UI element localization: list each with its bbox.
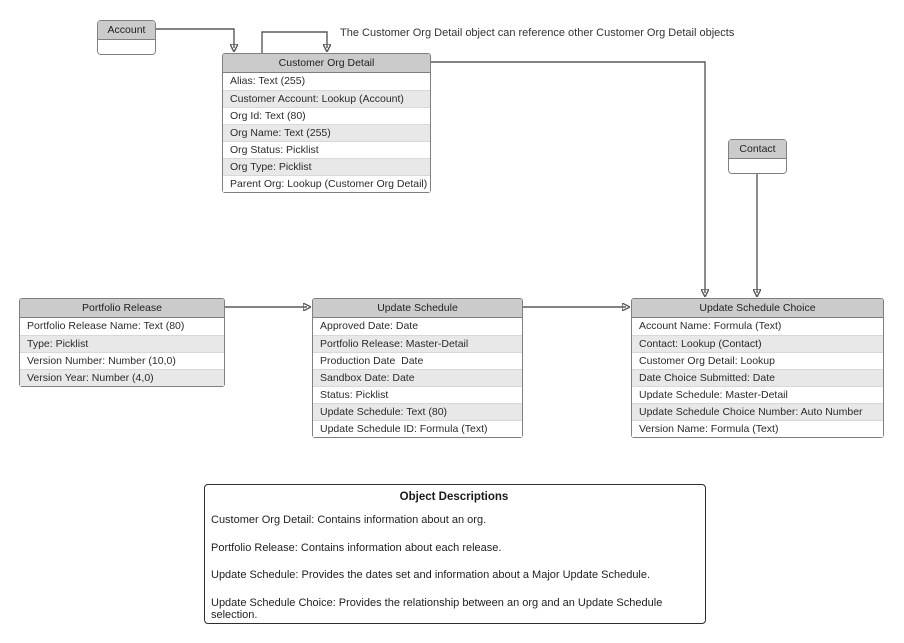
object-description-item: Update Schedule Choice: Provides the rel… <box>211 596 663 621</box>
field-row: Org Name: Text (255) <box>223 124 430 141</box>
customer-org-detail-field-list: Alias: Text (255)Customer Account: Looku… <box>223 73 430 192</box>
field-row: Date Choice Submitted: Date <box>632 369 883 386</box>
entity-portfolio-release-title: Portfolio Release <box>20 299 224 318</box>
entity-account-body <box>98 40 155 54</box>
field-row: Parent Org: Lookup (Customer Org Detail) <box>223 175 430 192</box>
entity-account: Account <box>97 20 156 55</box>
entity-customer-org-detail-title: Customer Org Detail <box>223 54 430 73</box>
portfolio-release-field-list: Portfolio Release Name: Text (80)Type: P… <box>20 318 224 386</box>
field-row: Customer Org Detail: Lookup <box>632 352 883 369</box>
connector-customer-org-detail-to-update-schedule-choice <box>431 61 705 293</box>
field-row: Customer Account: Lookup (Account) <box>223 90 430 107</box>
field-row: Portfolio Release: Master-Detail <box>313 335 522 352</box>
field-row: Org Id: Text (80) <box>223 107 430 124</box>
object-descriptions-title: Object Descriptions <box>399 491 509 503</box>
entity-update-schedule-title: Update Schedule <box>313 299 522 318</box>
field-row: Production Date Date <box>313 352 522 369</box>
entity-contact-title: Contact <box>729 140 786 159</box>
field-row: Alias: Text (255) <box>223 73 430 90</box>
entity-portfolio-release: Portfolio Release Portfolio Release Name… <box>19 298 225 387</box>
entity-contact: Contact <box>728 139 787 174</box>
entity-contact-body <box>729 159 786 173</box>
field-row: Update Schedule: Text (80) <box>313 403 522 420</box>
object-description-item: Customer Org Detail: Contains informatio… <box>211 514 487 526</box>
field-row: Status: Picklist <box>313 386 522 403</box>
field-row: Portfolio Release Name: Text (80) <box>20 318 224 335</box>
field-row: Update Schedule ID: Formula (Text) <box>313 420 522 437</box>
field-row: Type: Picklist <box>20 335 224 352</box>
entity-update-schedule-choice-title: Update Schedule Choice <box>632 299 883 318</box>
entity-customer-org-detail: Customer Org Detail Alias: Text (255)Cus… <box>222 53 431 193</box>
entity-update-schedule-choice: Update Schedule Choice Account Name: For… <box>631 298 884 438</box>
field-row: Update Schedule Choice Number: Auto Numb… <box>632 403 883 420</box>
entity-account-title: Account <box>98 21 155 40</box>
field-row: Version Number: Number (10,0) <box>20 352 224 369</box>
object-descriptions-box: Object Descriptions Customer Org Detail:… <box>204 484 706 624</box>
self-reference-note: The Customer Org Detail object can refer… <box>340 27 735 39</box>
object-descriptions-list: Customer Org Detail: Contains informatio… <box>211 514 697 621</box>
field-row: Contact: Lookup (Contact) <box>632 335 883 352</box>
object-description-item: Update Schedule: Provides the dates set … <box>211 569 651 581</box>
update-schedule-choice-field-list: Account Name: Formula (Text)Contact: Loo… <box>632 318 883 437</box>
field-row: Version Year: Number (4,0) <box>20 369 224 386</box>
field-row: Version Name: Formula (Text) <box>632 420 883 437</box>
field-row: Sandbox Date: Date <box>313 369 522 386</box>
connector-customer-org-detail-self-reference <box>261 31 327 53</box>
field-row: Approved Date: Date <box>313 318 522 335</box>
field-row: Update Schedule: Master-Detail <box>632 386 883 403</box>
connector-account-to-customer-org-detail <box>156 28 234 48</box>
field-row: Account Name: Formula (Text) <box>632 318 883 335</box>
object-description-item: Portfolio Release: Contains information … <box>211 541 502 554</box>
field-row: Org Type: Picklist <box>223 158 430 175</box>
field-row: Org Status: Picklist <box>223 141 430 158</box>
